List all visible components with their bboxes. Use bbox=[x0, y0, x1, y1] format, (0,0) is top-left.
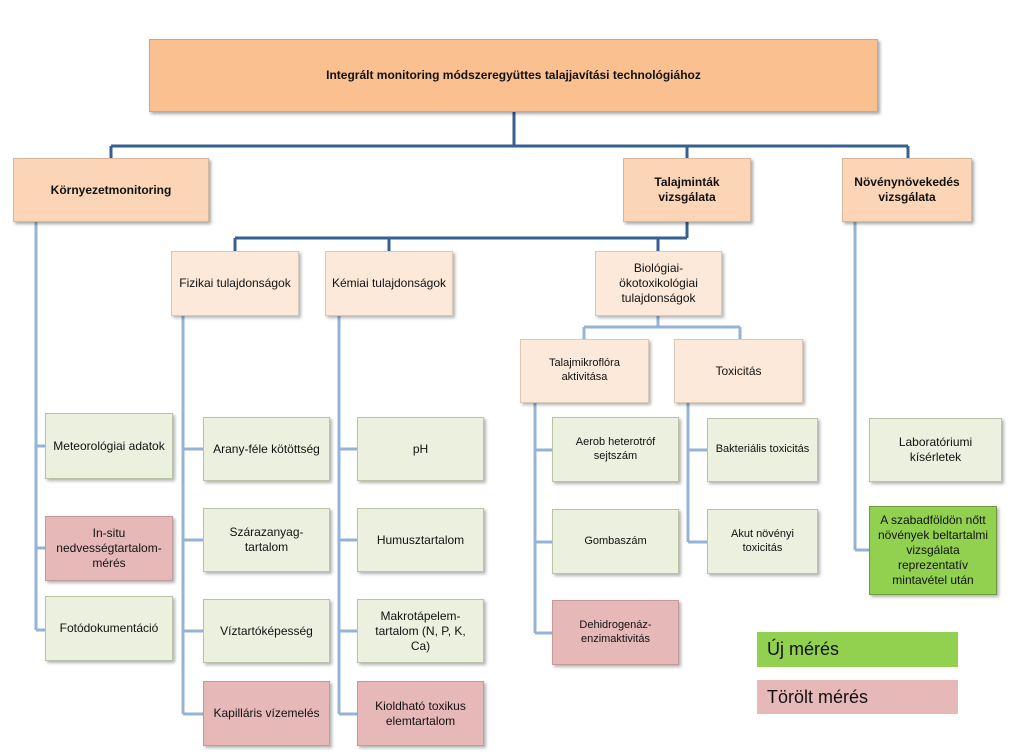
item-ph: pH bbox=[357, 417, 484, 481]
item-acute-plant-toxicity: Akut növényi toxicitás bbox=[707, 509, 818, 574]
item-water-capacity: Víztartóképesség bbox=[203, 599, 330, 663]
item-toxic-elements: Kioldható toxikus elemtartalom bbox=[357, 681, 484, 746]
branch-environment-monitoring: Környezetmonitoring bbox=[13, 158, 209, 222]
item-dehydrogenase: Dehidrogenáz-enzimaktivitás bbox=[552, 600, 679, 665]
subcategory-toxicity: Toxicitás bbox=[674, 339, 803, 403]
item-aerobic-heterotrophs: Aerob heterotróf sejtszám bbox=[552, 417, 679, 482]
subcategory-biological: Biológiai-ökotoxikológiai tulajdonságok bbox=[595, 251, 722, 316]
branch-soil-samples: Talajminták vizsgálata bbox=[623, 158, 751, 222]
legend-new-measurement: Új mérés bbox=[757, 632, 958, 667]
branch-plant-growth: Növénynövekedés vizsgálata bbox=[842, 158, 972, 222]
item-arany-binding: Arany-féle kötöttség bbox=[203, 417, 330, 481]
subcategory-physical: Fizikai tulajdonságok bbox=[171, 251, 299, 316]
item-photo-documentation: Fotódokumentáció bbox=[45, 596, 173, 661]
item-macronutrients: Makrotápelem-tartalom (N, P, K, Ca) bbox=[357, 599, 484, 663]
item-dry-matter: Szárazanyag-tartalom bbox=[203, 508, 330, 572]
subcategory-microflora: Talajmikroflóra aktivitása bbox=[520, 339, 649, 403]
legend-deleted-measurement: Törölt mérés bbox=[757, 680, 958, 714]
item-lab-experiments: Laboratóriumi kísérletek bbox=[869, 418, 1002, 482]
item-field-plant-analysis: A szabadföldön nőtt növények beltartalmi… bbox=[869, 506, 997, 595]
item-bacterial-toxicity: Bakteriális toxicitás bbox=[707, 418, 818, 482]
item-meteorological-data: Meteorológiai adatok bbox=[45, 413, 173, 479]
item-capillary-rise: Kapilláris vízemelés bbox=[203, 681, 330, 746]
item-humus: Humusztartalom bbox=[357, 508, 484, 572]
item-insitu-moisture: In-situ nedvességtartalom-mérés bbox=[45, 516, 173, 581]
root-node: Integrált monitoring módszeregyüttes tal… bbox=[149, 39, 878, 112]
item-fungi-count: Gombaszám bbox=[552, 509, 679, 574]
subcategory-chemical: Kémiai tulajdonságok bbox=[325, 251, 453, 316]
